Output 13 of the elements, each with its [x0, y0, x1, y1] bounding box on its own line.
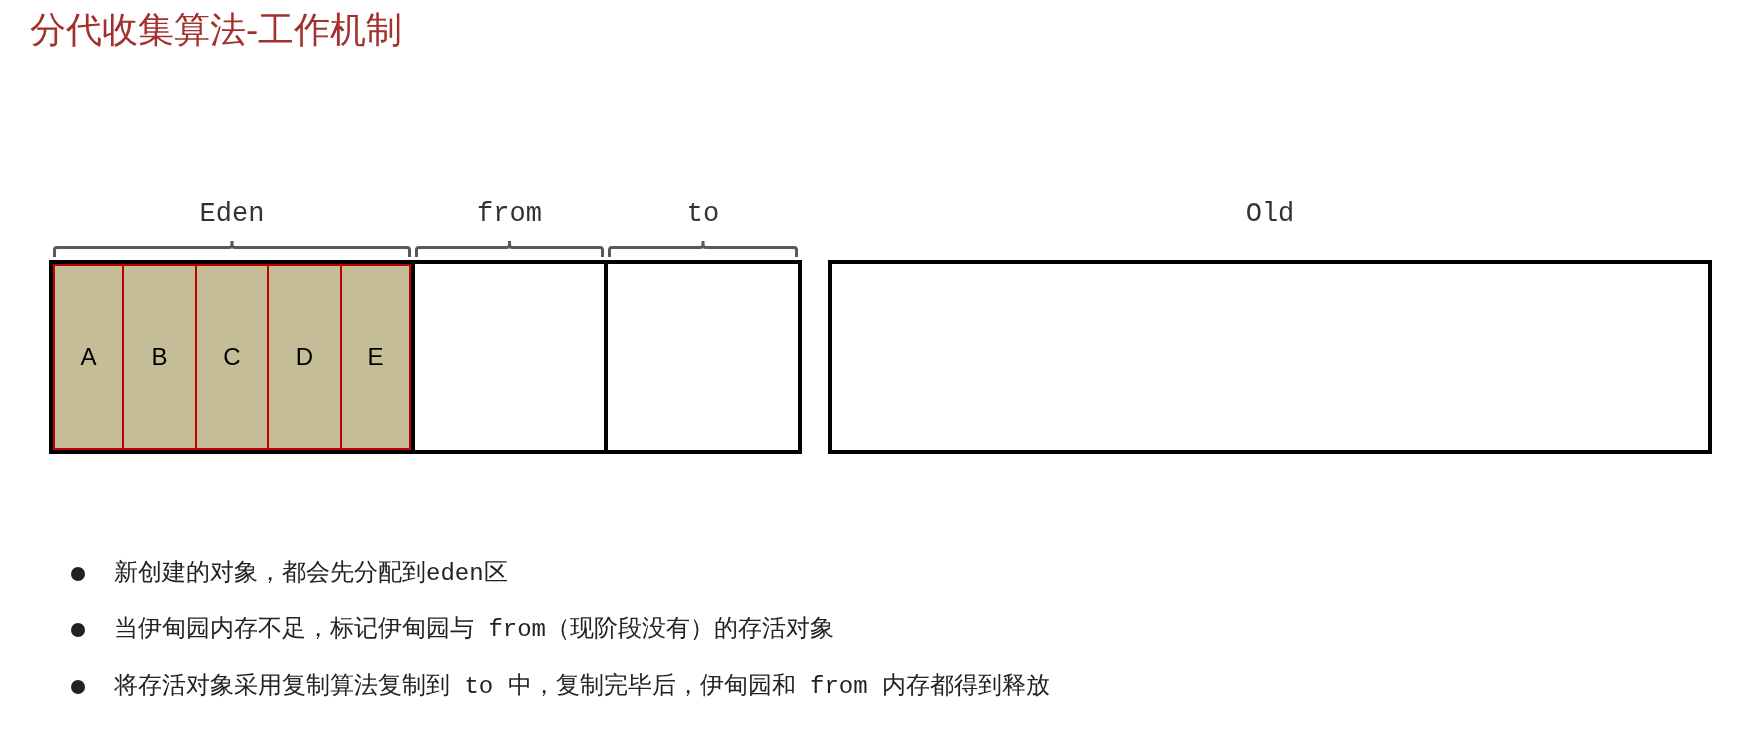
region-label: Old	[1245, 198, 1295, 230]
bullet-text: 新创建的对象，都会先分配到eden区	[114, 559, 508, 589]
region-label: from	[477, 198, 542, 230]
bullet-text: 当伊甸园内存不足，标记伊甸园与 from（现阶段没有）的存活对象	[114, 615, 834, 645]
title: 分代收集算法-工作机制	[30, 8, 403, 52]
region-label: Eden	[199, 198, 265, 230]
bullet-text: 将存活对象采用复制算法复制到 to 中，复制完毕后，伊甸园和 from 内存都得到释放	[114, 671, 1051, 702]
object-block: B	[122, 264, 197, 450]
region-label: to	[686, 198, 720, 230]
object-block: C	[195, 264, 269, 450]
object-block: D	[267, 264, 342, 450]
object-block: A	[53, 264, 124, 450]
object-block: E	[340, 264, 411, 450]
